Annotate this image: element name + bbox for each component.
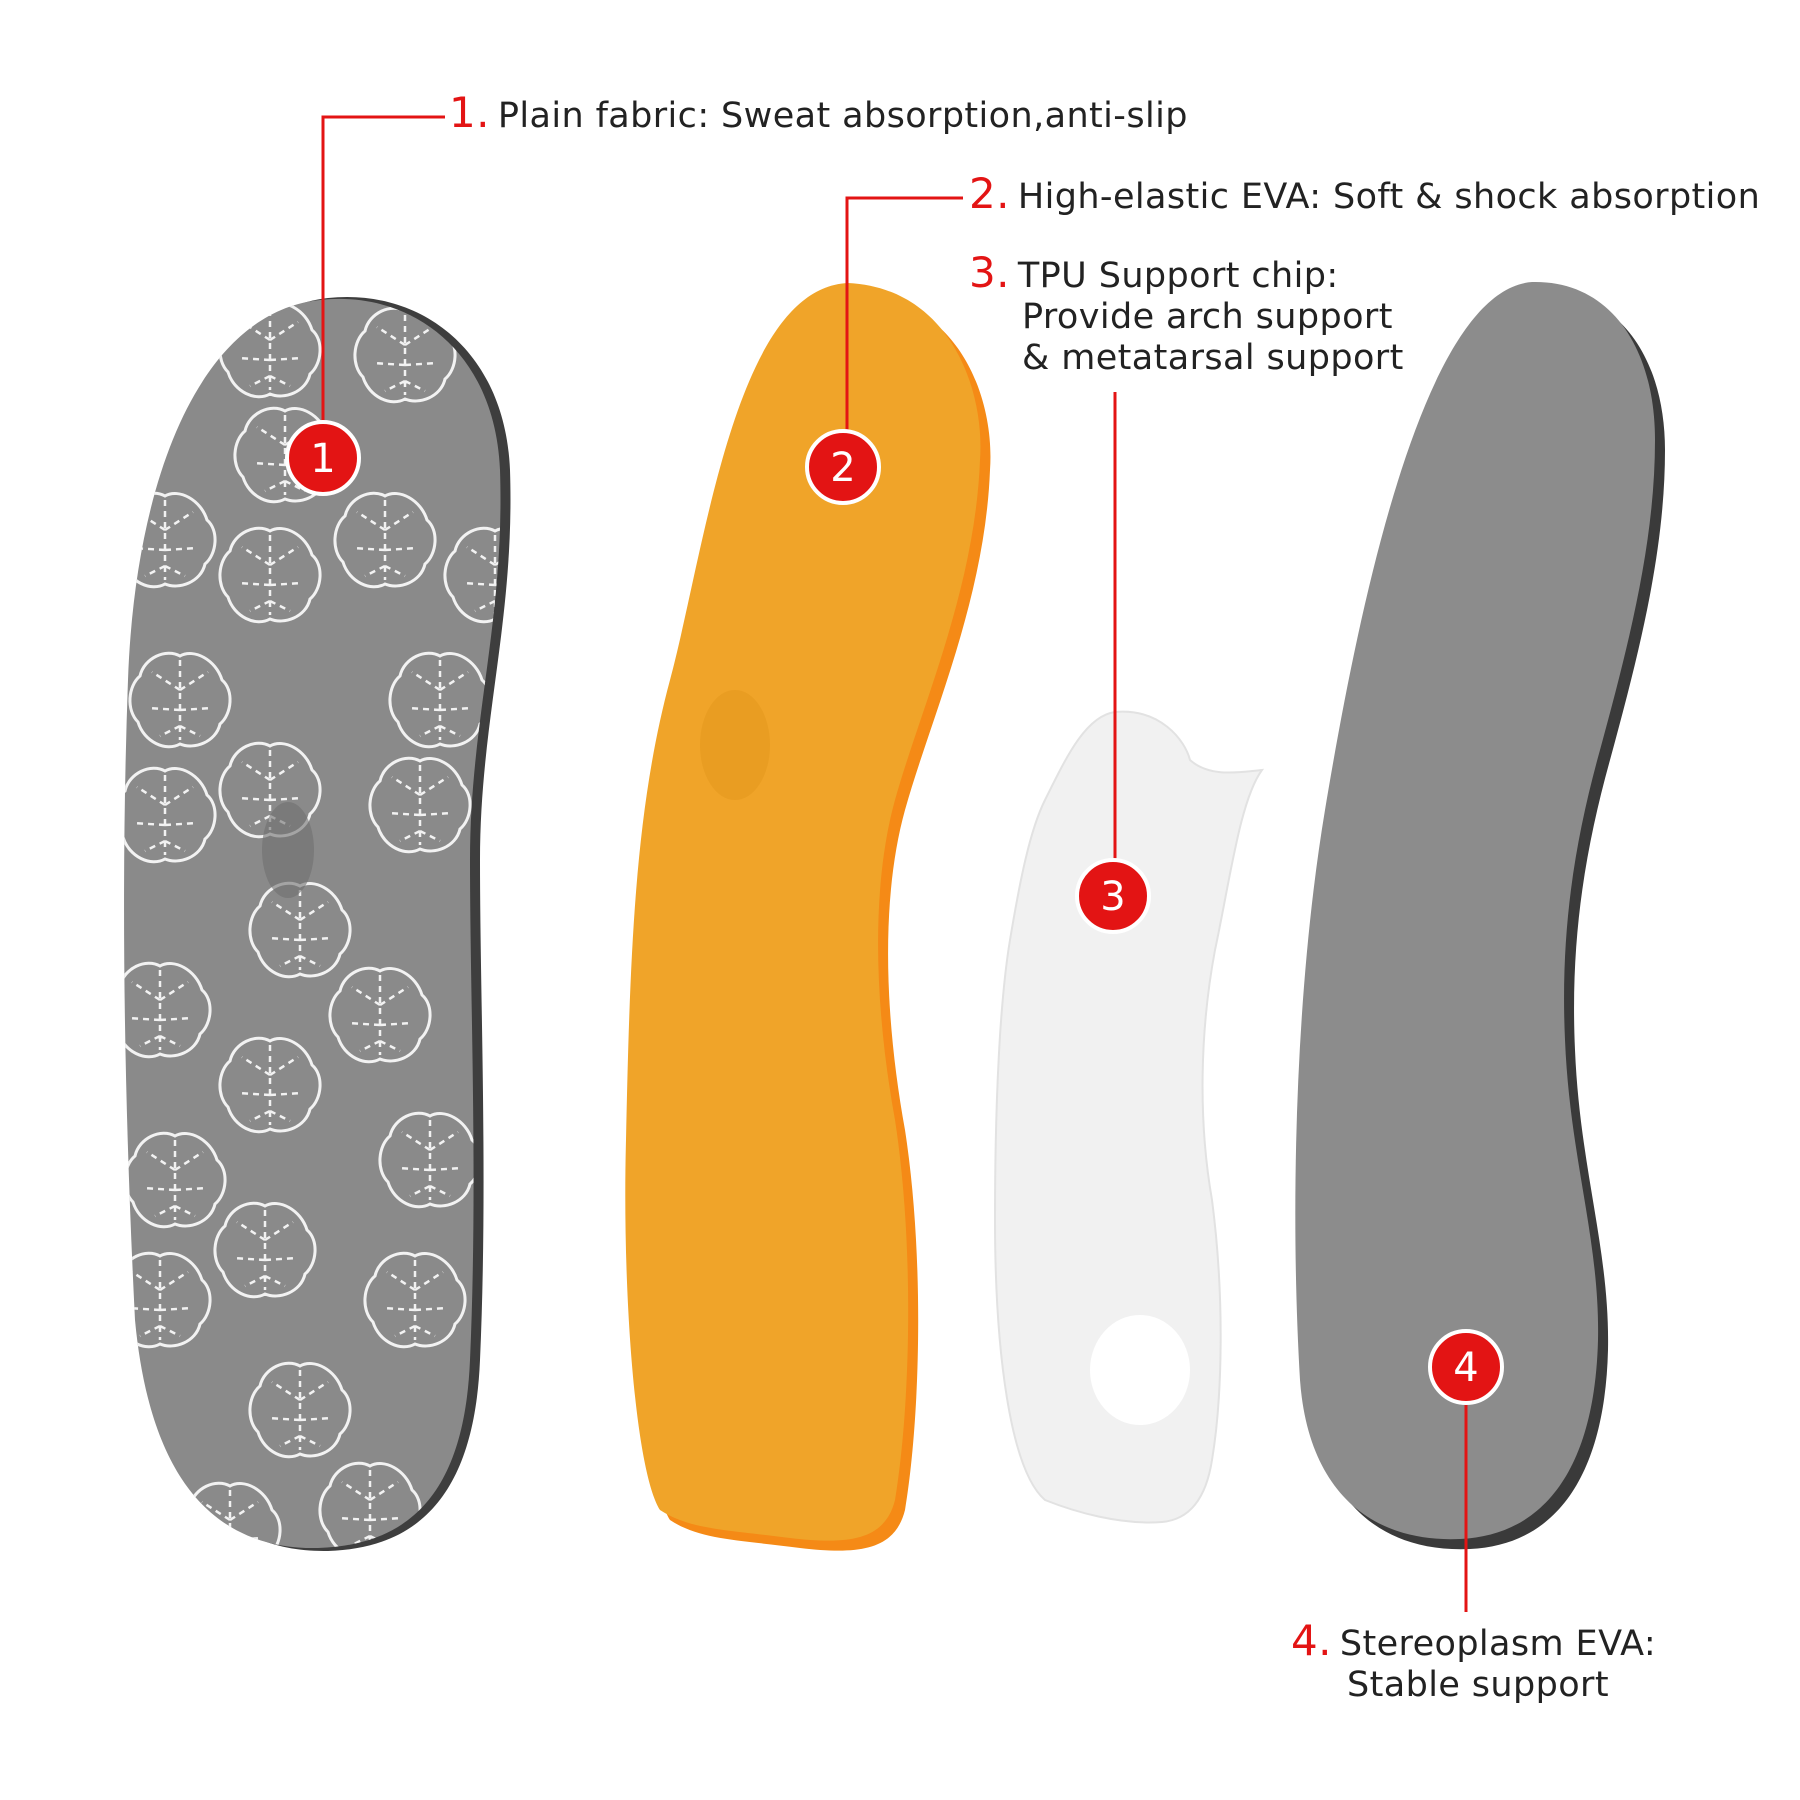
callout-3-line-2: Provide arch support [1022, 297, 1393, 337]
tpu-support-chip [993, 710, 1265, 1524]
leader-line-1 [321, 115, 445, 465]
callout-4-number: 4. [1291, 1616, 1332, 1665]
marker-2: 2 [805, 429, 881, 505]
callout-4-line-1: Stereoplasm EVA: [1339, 1624, 1657, 1664]
callout-3-line-1: TPU Support chip: [1017, 256, 1339, 296]
callout-4-line-2: Stable support [1347, 1665, 1609, 1705]
marker-3: 3 [1075, 858, 1151, 934]
leader-lines [321, 115, 1468, 1612]
callout-3-line-3: & metatarsal support [1022, 338, 1404, 378]
callout-1: 1.Plain fabric: Sweat absorption,anti-sl… [449, 92, 1188, 137]
marker-4-label: 4 [1453, 1345, 1478, 1391]
callout-2-number: 2. [969, 169, 1010, 218]
marker-2-label: 2 [830, 445, 855, 491]
callout-4: 4.Stereoplasm EVA: Stable support [1291, 1620, 1656, 1706]
marker-3-label: 3 [1100, 874, 1125, 920]
plain-fabric-layer [124, 296, 511, 1552]
callout-1-line-1: Plain fabric: Sweat absorption,anti-slip [497, 96, 1188, 136]
callout-2-line-1: High-elastic EVA: Soft & shock absorptio… [1017, 177, 1761, 217]
callout-3-number: 3. [969, 248, 1010, 297]
leader-line-2 [845, 196, 963, 465]
callout-3: 3.TPU Support chip: Provide arch support… [969, 252, 1404, 379]
callout-2: 2.High-elastic EVA: Soft & shock absorpt… [969, 173, 1760, 218]
stereoplasm-eva-layer [1295, 281, 1665, 1550]
high-elastic-eva-layer [625, 283, 991, 1551]
marker-4: 4 [1428, 1329, 1504, 1405]
marker-1-label: 1 [310, 436, 335, 482]
callout-1-number: 1. [449, 88, 490, 137]
marker-1: 1 [285, 420, 361, 496]
